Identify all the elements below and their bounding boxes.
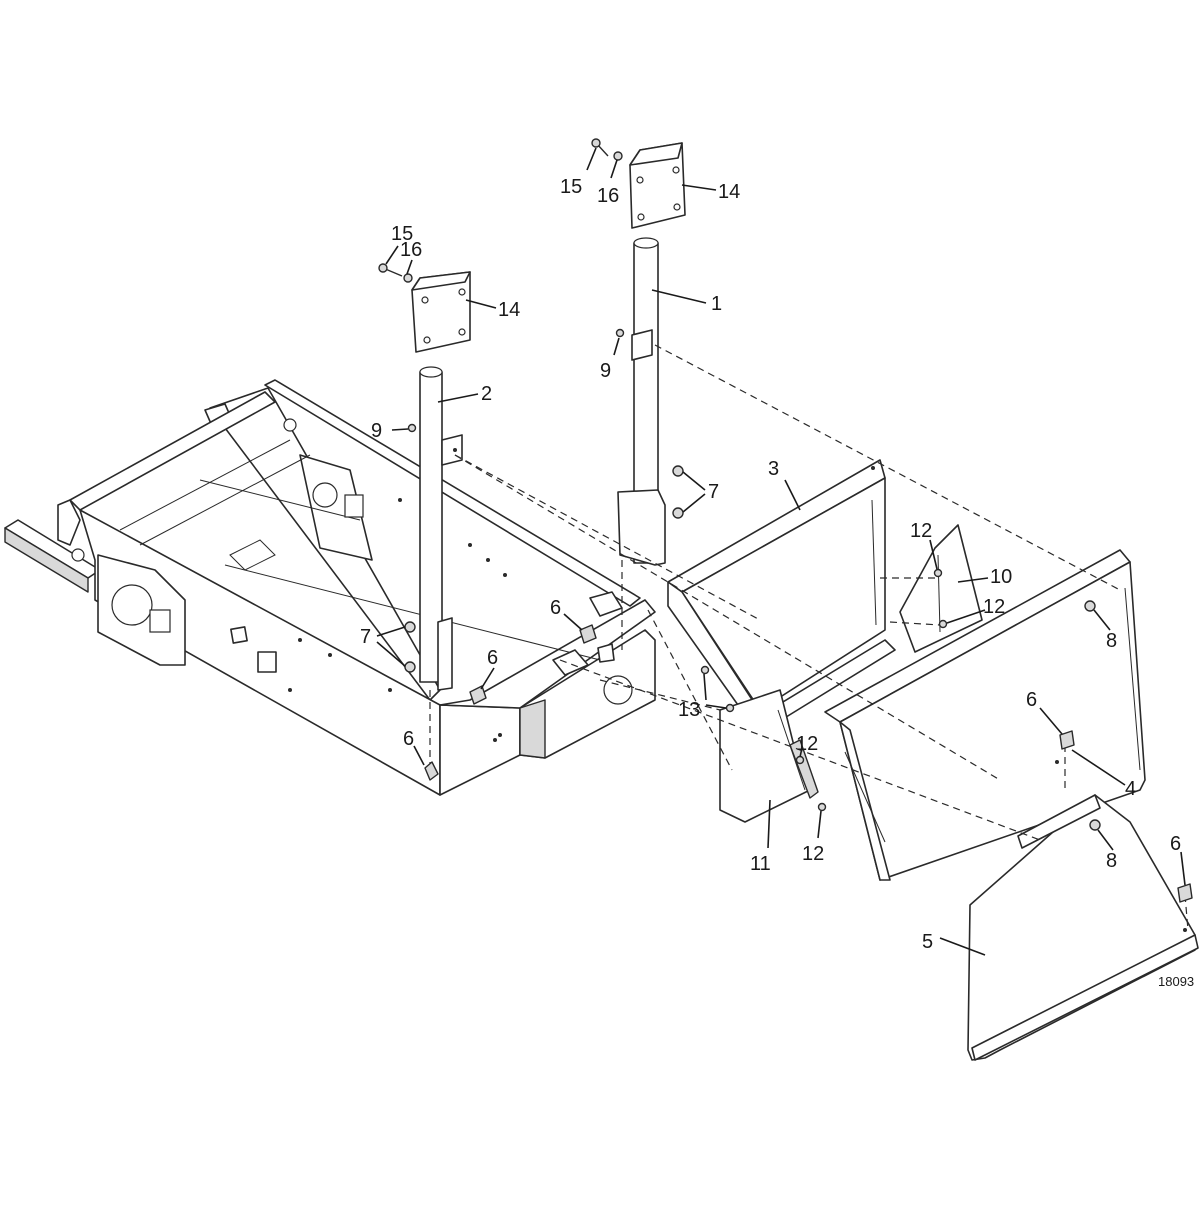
callout-7: 7 [708,481,719,503]
part-11-bracket [719,689,819,823]
callout-16: 16 [597,185,619,207]
callout-8: 8 [1106,630,1117,652]
callout-14: 14 [718,181,740,203]
callout-12: 12 [802,843,824,865]
callout-13: 13 [678,699,700,721]
callout-6: 6 [403,728,414,750]
callout-labels: 1 2 3 4 5 6 6 6 6 6 7 7 8 8 9 9 10 11 12… [360,176,1194,989]
callout-12: 12 [983,596,1005,618]
callout-16: 16 [400,239,422,261]
part-1-right-post [617,237,666,566]
part-3-panel [667,459,896,731]
part-14-left-cap-bracket [411,271,471,353]
main-frame [4,379,656,796]
callout-6: 6 [487,647,498,669]
part-15-16-left-bolt-washer [378,263,413,283]
part-10-bracket [899,524,983,653]
callout-11: 11 [750,853,771,875]
callout-15: 15 [391,223,413,245]
part-2-left-post [419,366,463,691]
callout-14: 14 [498,299,520,321]
callout-9: 9 [600,360,611,382]
callout-8: 8 [1106,850,1117,872]
callout-6: 6 [1170,833,1181,855]
assembly-lines [429,344,1189,931]
part-4-cover [824,549,1146,881]
callout-12: 12 [796,733,818,755]
callout-10: 10 [990,566,1012,588]
callout-7: 7 [360,626,371,648]
callout-12: 12 [910,520,932,542]
part-15-16-right-bolt-washer [591,138,623,161]
callout-9: 9 [371,420,382,442]
figure-number: 18093 [1158,974,1194,989]
leader-lines [376,147,1186,956]
part-5-guard [967,794,1199,1061]
callout-2: 2 [481,383,492,405]
callout-4: 4 [1125,778,1136,800]
fasteners [404,328,1193,903]
callout-1: 1 [711,293,722,315]
callout-5: 5 [922,931,933,953]
callout-3: 3 [768,458,779,480]
part-14-right-cap-bracket [629,142,686,229]
callout-6: 6 [550,597,561,619]
callout-15: 15 [560,176,582,198]
callout-6: 6 [1026,689,1037,711]
